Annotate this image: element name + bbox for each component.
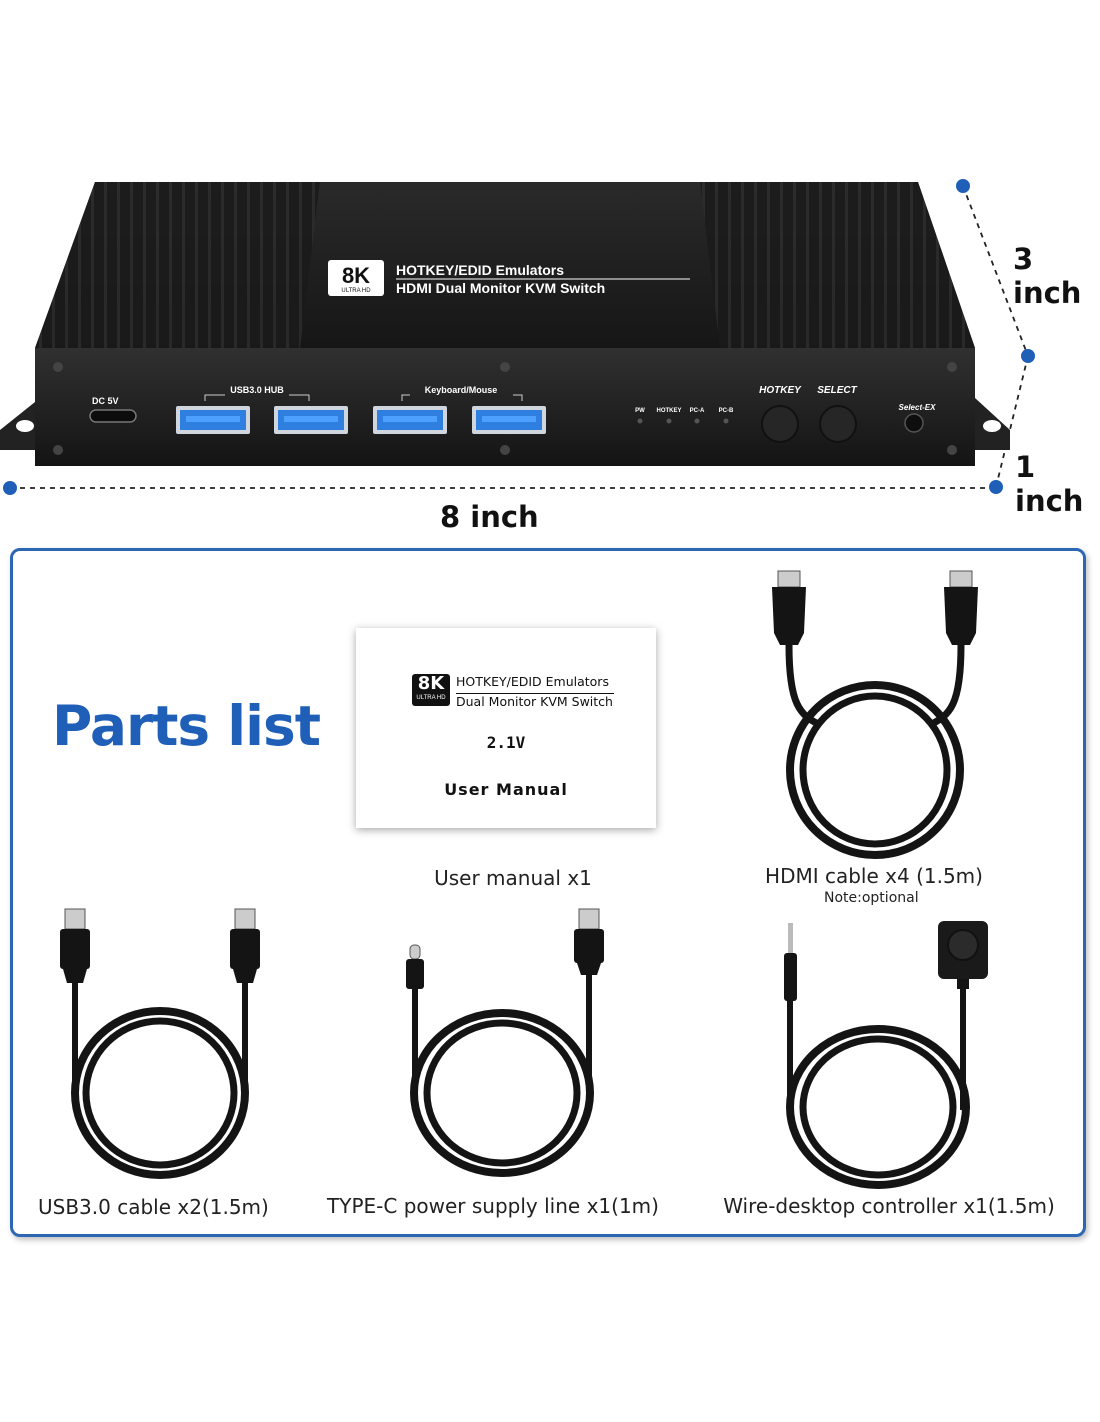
led-pw (637, 418, 643, 424)
led-hotkey-label: HOTKEY (656, 408, 681, 414)
8k-badge-sub: ULTRA HD (341, 288, 371, 294)
8k-badge-text: 8K (342, 263, 370, 288)
mount-hole-left (16, 420, 34, 432)
led-pca (694, 418, 700, 424)
led-pca-label: PC-A (690, 408, 705, 414)
hdmi-cable-caption: HDMI cable x4 (1.5m) (765, 864, 983, 888)
depth-label: 3 inch (1013, 242, 1082, 310)
dimension-marker (956, 179, 970, 193)
screw-icon (947, 362, 957, 372)
user-manual-card: 8K ULTRA HD HOTKEY/EDID Emulators Dual M… (356, 628, 656, 828)
hotkey-button-label: HOTKEY (759, 385, 802, 396)
heat-fins-left (35, 182, 320, 348)
dimension-marker (3, 481, 17, 495)
screw-icon (53, 445, 63, 455)
hdmi-cable-note: Note:optional (824, 890, 919, 906)
height-label: 1 inch (1015, 450, 1084, 518)
led-pw-label: PW (635, 408, 645, 414)
usb-cable-image (60, 908, 260, 1179)
usb-hub-label: USB3.0 HUB (230, 385, 284, 395)
parts-list-panel (10, 548, 1086, 1237)
manual-badge-text: 8K (417, 673, 445, 694)
dc-port (89, 409, 137, 423)
hotkey-button (761, 405, 799, 443)
usb-cable-caption: USB3.0 cable x2(1.5m) (38, 1195, 269, 1219)
parts-list-title: Parts list (52, 694, 321, 758)
select-ex-label: Select-EX (899, 403, 937, 412)
height-dimension-line (995, 355, 1029, 488)
controller-button (947, 929, 979, 961)
heat-fins-right (700, 182, 975, 348)
screw-icon (500, 362, 510, 372)
desktop-controller-image (784, 921, 988, 1189)
desktop-controller-caption: Wire-desktop controller x1(1.5m) (723, 1194, 1055, 1218)
hdmi-cable-image (772, 570, 978, 859)
select-ex-jack (904, 413, 924, 433)
select-button (819, 405, 857, 443)
manual-title-line2: Dual Monitor KVM Switch (456, 694, 613, 709)
dimension-marker (1021, 349, 1035, 363)
typec-cable-image (406, 908, 604, 1177)
manual-8k-badge: 8K ULTRA HD (412, 674, 450, 706)
manual-version: 2.1V (486, 733, 526, 752)
dc-port-label: DC 5V (92, 396, 119, 406)
select-button-label: SELECT (817, 385, 857, 396)
screw-icon (500, 445, 510, 455)
led-pcb (723, 418, 729, 424)
depth-dimension-line (962, 185, 1029, 357)
led-hotkey (666, 418, 672, 424)
manual-doc-title: User Manual (444, 780, 568, 799)
device-title-line2: HDMI Dual Monitor KVM Switch (396, 280, 605, 296)
user-manual-caption: User manual x1 (434, 866, 592, 890)
screw-icon (947, 445, 957, 455)
kvm-switch-image: 8K ULTRA HD HOTKEY/EDID Emulators HDMI D… (0, 179, 1035, 495)
mount-hole-right (983, 420, 1001, 432)
screw-icon (53, 362, 63, 372)
device-title-line1: HOTKEY/EDID Emulators (396, 262, 564, 278)
keyboard-mouse-label: Keyboard/Mouse (425, 385, 498, 395)
typec-cable-caption: TYPE-C power supply line x1(1m) (327, 1194, 659, 1218)
manual-title-line1: HOTKEY/EDID Emulators (456, 674, 609, 689)
8k-badge (328, 260, 384, 296)
manual-badge-sub: ULTRA HD (416, 695, 446, 701)
led-pcb-label: PC-B (719, 408, 734, 414)
dimension-marker (989, 480, 1003, 494)
width-label: 8 inch (440, 500, 539, 534)
